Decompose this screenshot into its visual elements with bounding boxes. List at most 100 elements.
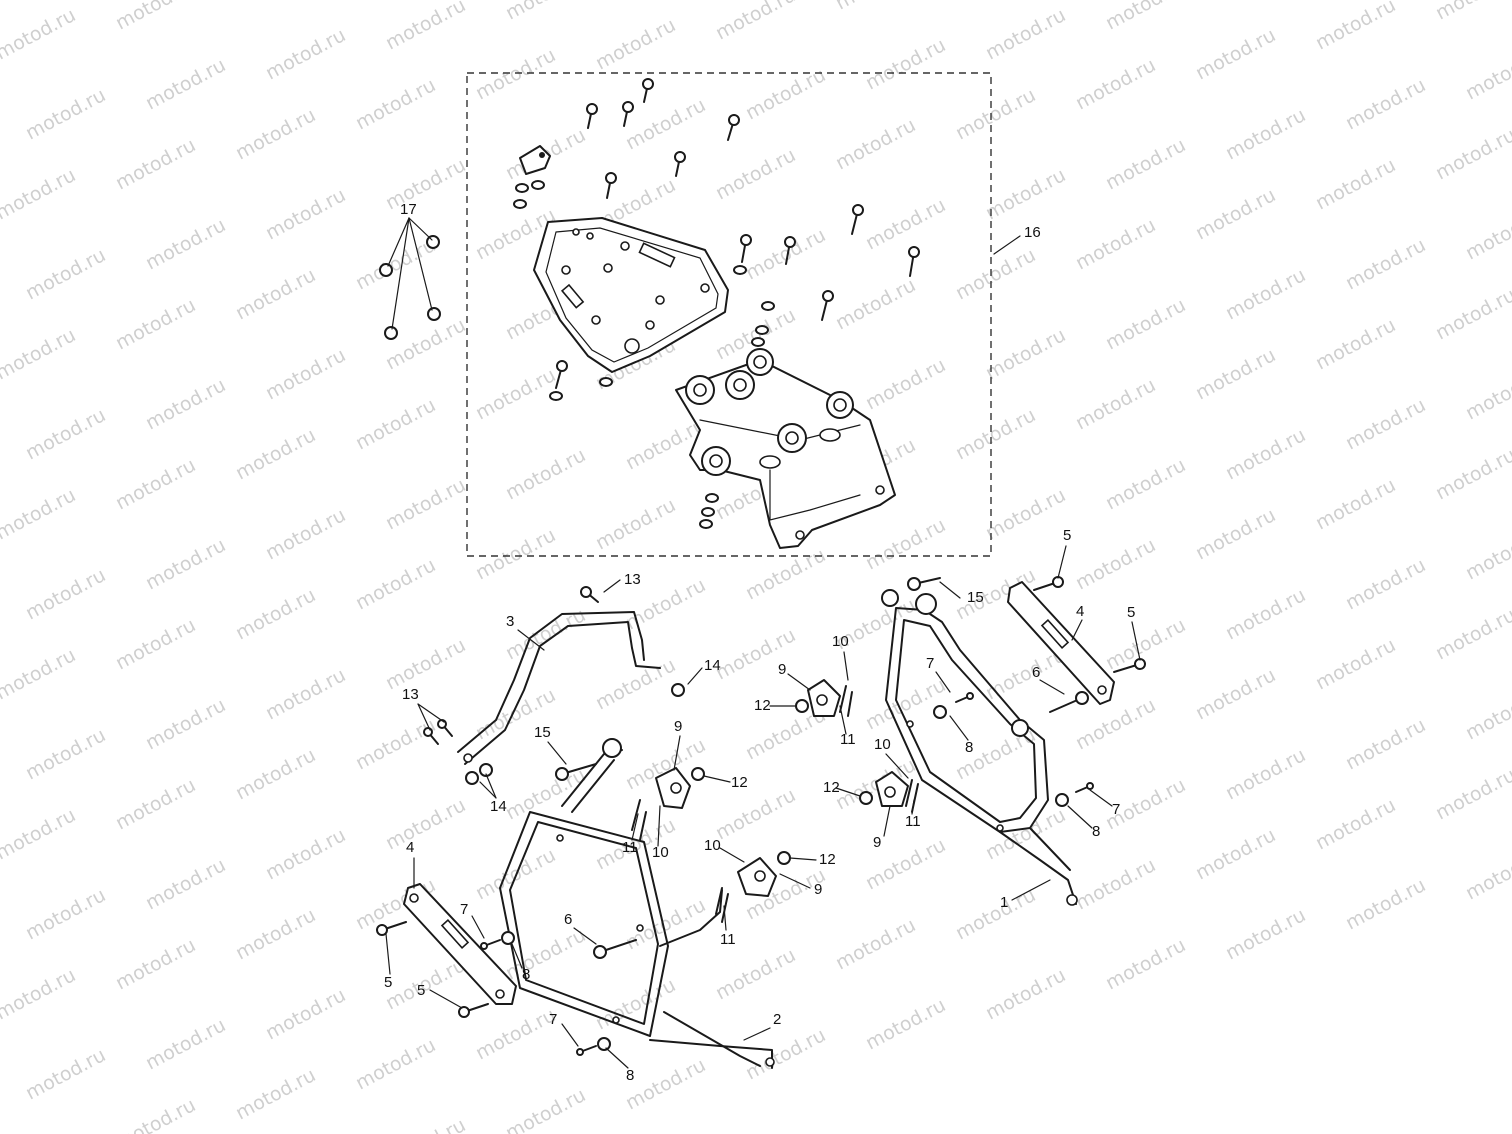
- watermark-text: motod.ru: [862, 34, 949, 94]
- callout-10: 10: [874, 736, 891, 753]
- watermark-text: motod.ru: [232, 744, 319, 804]
- watermark-text: motod.ru: [982, 4, 1069, 64]
- watermark-text: motod.ru: [592, 14, 679, 74]
- watermark-text: motod.ru: [1312, 634, 1399, 694]
- watermark-text: motod.ru: [1312, 314, 1399, 374]
- watermark-text: motod.ru: [592, 974, 679, 1034]
- watermark-text: motod.ru: [1192, 504, 1279, 564]
- watermark-text: motod.ru: [1342, 394, 1429, 454]
- watermark-text: motod.ru: [622, 1054, 709, 1114]
- watermark-text: motod.ru: [832, 0, 919, 14]
- watermark-text: motod.ru: [112, 934, 199, 994]
- watermark-text: motod.ru: [0, 4, 79, 64]
- watermark-text: motod.ru: [1342, 554, 1429, 614]
- callout-8: 8: [522, 966, 530, 983]
- watermark-text: motod.ru: [262, 984, 349, 1044]
- watermark-text: motod.ru: [142, 374, 229, 434]
- watermark-text: motod.ru: [0, 484, 79, 544]
- rack-base: [675, 348, 896, 549]
- callout-1: 1: [1000, 894, 1008, 911]
- watermark-text: motod.ru: [112, 454, 199, 514]
- small-fasteners: [376, 576, 1146, 1056]
- watermark-text: motod.ru: [712, 144, 799, 204]
- watermark-text: motod.ru: [862, 994, 949, 1054]
- watermark-text: motod.ru: [22, 724, 109, 784]
- watermark-text: motod.ru: [1462, 844, 1512, 904]
- watermark-text: motod.ru: [112, 774, 199, 834]
- leader-lines: [385, 235, 1141, 1069]
- callout-12: 12: [823, 779, 840, 796]
- watermark-text: motod.ru: [352, 554, 439, 614]
- callout-11: 11: [905, 813, 921, 830]
- watermark-text: motod.ru: [22, 564, 109, 624]
- watermark-text: motod.ru: [742, 224, 829, 284]
- watermark-text: motod.ru: [502, 444, 589, 504]
- watermark-text: motod.ru: [472, 1004, 559, 1064]
- watermark-text: motod.ru: [142, 854, 229, 914]
- callout-8: 8: [1092, 823, 1100, 840]
- watermark-text: motod.ru: [1102, 454, 1189, 514]
- watermark-text: motod.ru: [232, 104, 319, 164]
- watermark-text: motod.ru: [1102, 934, 1189, 994]
- watermark-text: motod.ru: [1342, 874, 1429, 934]
- watermark-text: motod.ru: [1312, 0, 1399, 54]
- watermark-text: motod.ru: [1192, 824, 1279, 884]
- watermark-text: motod.ru: [1192, 24, 1279, 84]
- callout-13: 13: [402, 686, 419, 703]
- watermark-text: motod.ru: [1312, 794, 1399, 854]
- watermark-text: motod.ru: [382, 0, 469, 54]
- watermark-text: motod.ru: [1432, 284, 1512, 344]
- callout-17: 17: [400, 201, 417, 218]
- watermark-text: motod.ru: [1312, 474, 1399, 534]
- watermark-text: motod.ru: [232, 424, 319, 484]
- watermark-text: motod.ru: [982, 324, 1069, 384]
- watermark-text: motod.ru: [472, 364, 559, 424]
- watermark-text: motod.ru: [142, 214, 229, 274]
- watermark-text: motod.ru: [262, 184, 349, 244]
- callout-8: 8: [626, 1067, 634, 1084]
- watermark-text: motod.ru: [1072, 54, 1159, 114]
- watermark-text: motod.ru: [232, 264, 319, 324]
- callout-7: 7: [926, 655, 934, 672]
- watermark-text: motod.ru: [1462, 684, 1512, 744]
- watermark-text: motod.ru: [1102, 134, 1189, 194]
- callout-9: 9: [674, 718, 682, 735]
- watermark-text: motod.ru: [352, 1034, 439, 1094]
- watermark-text: motod.ru: [862, 354, 949, 414]
- watermark-text: motod.ru: [982, 964, 1069, 1024]
- callout-4: 4: [406, 839, 414, 856]
- watermark-text: motod.ru: [982, 164, 1069, 224]
- grab-rail-3: [457, 611, 661, 765]
- watermark-text: motod.ru: [262, 504, 349, 564]
- watermark-text: motod.ru: [1102, 294, 1189, 354]
- callout-14: 14: [704, 657, 721, 674]
- watermark-text: motod.ru: [382, 1114, 469, 1134]
- callout-12: 12: [819, 851, 836, 868]
- watermark-text: motod.ru: [22, 884, 109, 944]
- kit-bolts: [513, 78, 920, 529]
- callout-15: 15: [967, 589, 984, 606]
- watermark-text: motod.ru: [382, 154, 469, 214]
- watermark-text: motod.ru: [1072, 534, 1159, 594]
- watermark-text: motod.ru: [112, 0, 199, 34]
- callout-6: 6: [1032, 664, 1040, 681]
- watermark-text: motod.ru: [1342, 234, 1429, 294]
- watermark-text: motod.ru: [1342, 74, 1429, 134]
- watermark-text: motod.ru: [1432, 124, 1512, 184]
- watermark-text: motod.ru: [832, 114, 919, 174]
- watermark-text: motod.ru: [112, 1094, 199, 1134]
- watermark-text: motod.ru: [1102, 0, 1189, 34]
- callout-12: 12: [754, 697, 771, 714]
- watermark-text: motod.ru: [1222, 584, 1309, 644]
- watermark-text: motod.ru: [1462, 204, 1512, 264]
- callout-8: 8: [965, 739, 973, 756]
- pannier-frame-left-2: [499, 738, 775, 1069]
- watermark-text: motod.ru: [262, 24, 349, 84]
- watermark-text: motod.ru: [862, 674, 949, 734]
- callouts: 17 16 13 3 14 13 14 15 9 12 11 10 10 12 …: [384, 201, 1135, 1084]
- watermark-text: motod.ru: [232, 904, 319, 964]
- callout-10: 10: [652, 844, 669, 861]
- clamp-group-left-upper: [655, 767, 705, 809]
- watermark-text: motod.ru: [832, 914, 919, 974]
